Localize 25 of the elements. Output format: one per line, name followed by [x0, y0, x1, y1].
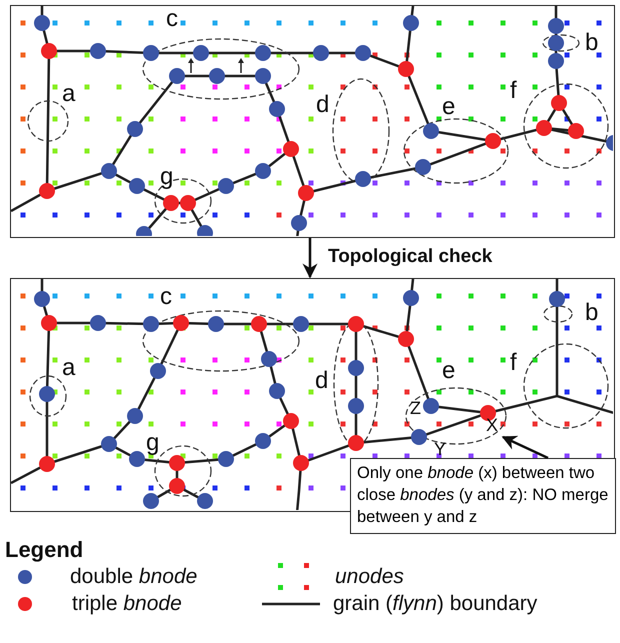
region-letter: f	[510, 350, 517, 376]
pointer-arrow	[502, 436, 549, 460]
region-letter: b	[585, 30, 598, 56]
region-letter: c	[166, 6, 178, 32]
node-letter: X	[486, 414, 498, 437]
region-letter: a	[62, 355, 76, 381]
region-letter: g	[146, 430, 160, 456]
region-letter: e	[442, 358, 456, 384]
node-letter: Z	[410, 397, 421, 420]
note-box: Only one bnode (x) between two close bnodes (y and z): NO merge between y and z	[350, 458, 616, 534]
region-letter: c	[160, 284, 172, 310]
legend-title: Legend	[5, 537, 84, 563]
region-letter: f	[510, 78, 517, 104]
region-letter: d	[315, 368, 328, 394]
legend-label: triple bnode	[72, 591, 182, 617]
legend-label: grain (flynn) boundary	[333, 591, 538, 617]
region-letter: g	[160, 164, 174, 190]
arrow	[302, 238, 318, 278]
legend-label: double bnode	[70, 564, 198, 590]
region-letter: a	[62, 81, 76, 107]
region-letter: d	[316, 92, 330, 118]
region-letter: b	[585, 300, 598, 326]
node-letter: Y	[434, 438, 446, 461]
region-letter: e	[442, 94, 456, 120]
legend-label: unodes	[335, 564, 404, 590]
